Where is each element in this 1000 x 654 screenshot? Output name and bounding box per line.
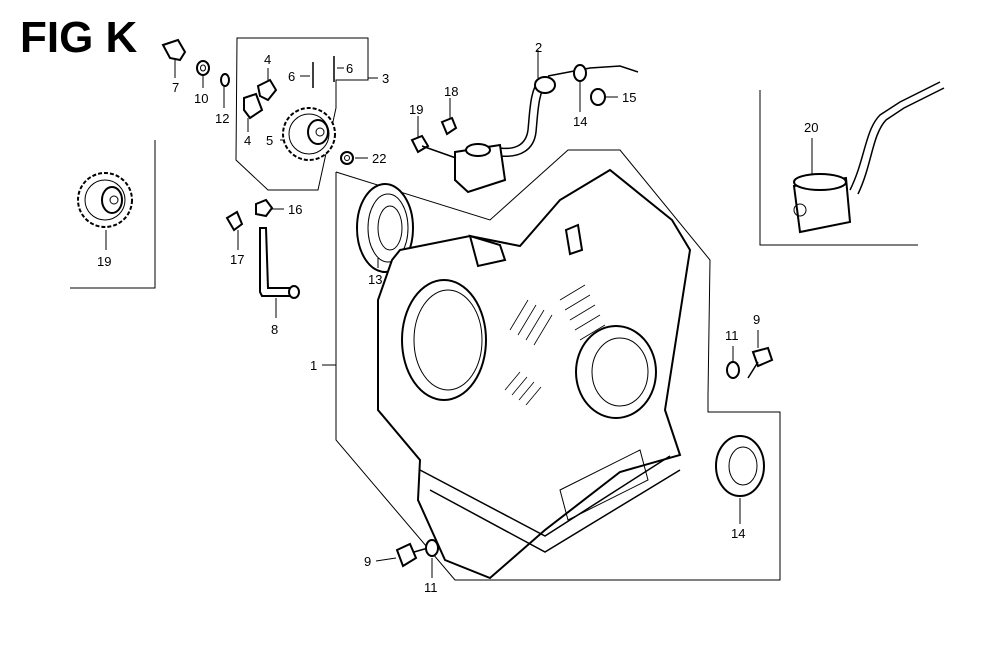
- part-19-bolt-lower: [410, 116, 457, 159]
- callout-6-right: 6: [346, 61, 353, 76]
- part-1-crankcase: [377, 168, 692, 580]
- part-15-grommet: [573, 64, 587, 112]
- callout-9-bottom: 9: [364, 554, 371, 569]
- callout-11-right: 11: [725, 328, 739, 343]
- part-6-pin-left: [300, 62, 314, 88]
- part-7-cap: [161, 38, 187, 78]
- part-5-governor-gear: [280, 107, 336, 161]
- callout-11-bottom: 11: [424, 580, 438, 595]
- callout-15: 14: [573, 114, 587, 129]
- part-20-gear: [77, 172, 133, 250]
- callout-1: 1: [310, 358, 317, 373]
- callout-7: 7: [172, 80, 179, 95]
- callout-19-lower: 19: [409, 102, 423, 117]
- part-4-clip-upper: [256, 68, 278, 102]
- callout-2: 2: [535, 40, 542, 55]
- callout-14: 14: [731, 526, 745, 541]
- callout-20: 19: [97, 254, 111, 269]
- callout-17: 16: [288, 202, 302, 217]
- part-8-rod: [259, 227, 300, 318]
- figure-title: FIG K: [20, 13, 138, 62]
- part-22-washer: [340, 151, 368, 165]
- part-10-washer: [196, 60, 210, 88]
- part-16-washer: [590, 88, 618, 106]
- part-9-bolt-right: [747, 330, 774, 379]
- part-11-washer-right: [726, 346, 740, 379]
- callout-19-upper: 18: [444, 84, 458, 99]
- callout-9-right: 9: [753, 312, 760, 327]
- part-19-bolt-upper: [440, 98, 458, 136]
- callout-10: 10: [194, 91, 208, 106]
- part-12-pin: [220, 73, 230, 108]
- callout-5: 5: [266, 133, 273, 148]
- callout-4-lower: 4: [244, 133, 251, 148]
- part-21-sensor: [792, 81, 945, 234]
- callout-21: 20: [804, 120, 818, 135]
- part-9-bolt-bottom: [375, 542, 429, 568]
- assembly-3-bracket: [235, 37, 369, 191]
- part-11-washer-bottom: [425, 539, 439, 578]
- callout-18: 17: [230, 252, 244, 267]
- crankcase-bracket: [335, 149, 781, 581]
- callout-13: 13: [368, 272, 382, 287]
- callout-22: 22: [372, 151, 386, 166]
- gear-20-bracket: [70, 140, 156, 289]
- part-4-clip-lower: [243, 92, 264, 132]
- part-2-sensor-assembly: [454, 50, 639, 194]
- callout-8: 8: [271, 322, 278, 337]
- callout-3: 3: [382, 71, 389, 86]
- part-18-clip: [225, 210, 244, 250]
- callout-6-left: 6: [288, 69, 295, 84]
- part-14-oil-seal: [715, 435, 765, 524]
- callout-16: 15: [622, 90, 636, 105]
- part-21-bracket: [759, 90, 918, 246]
- part-17-nut: [255, 198, 284, 218]
- part-6-pin-right: [333, 56, 344, 82]
- callout-12: 12: [215, 111, 229, 126]
- callout-4-upper: 4: [264, 52, 271, 67]
